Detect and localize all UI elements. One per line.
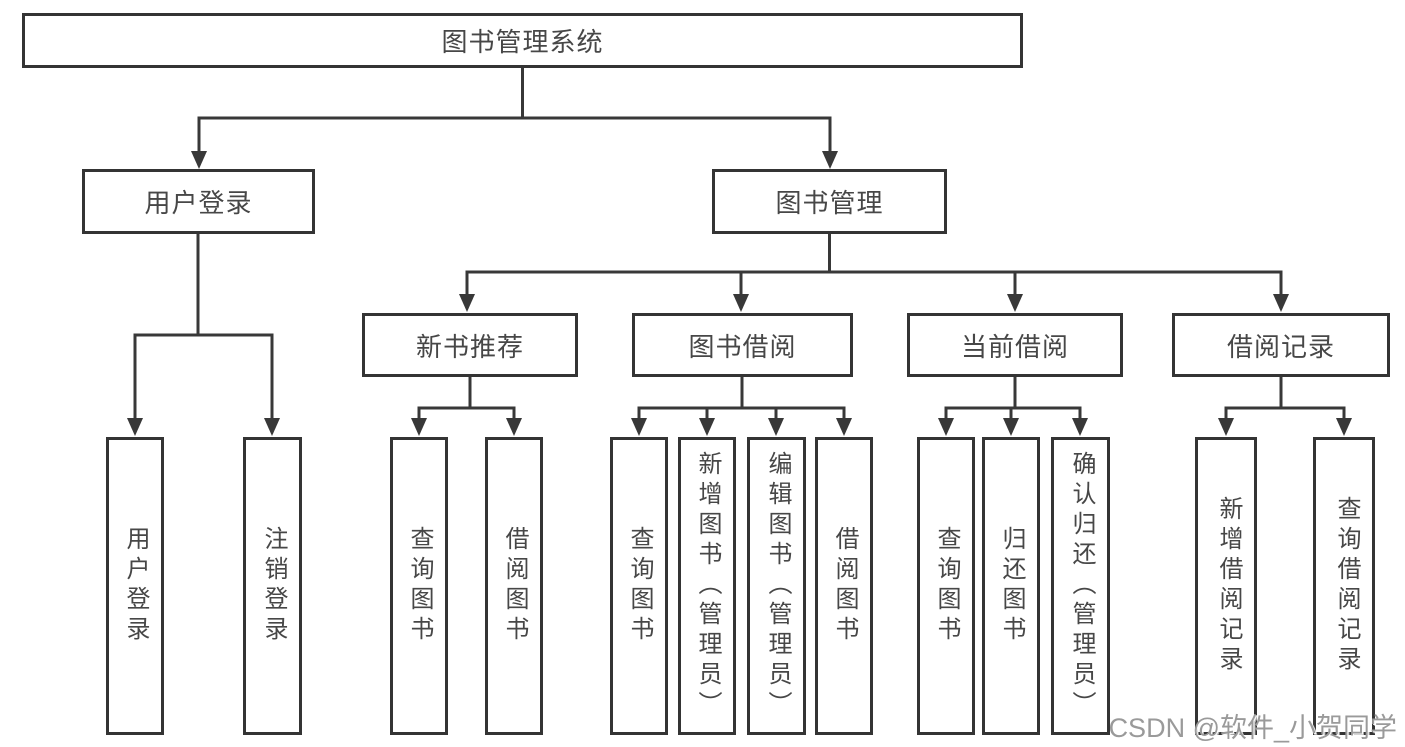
node-user-login-module: 用户登录	[82, 169, 315, 234]
connector-root-to-level2	[191, 68, 838, 169]
connector-borrow-records-to-children	[1218, 377, 1352, 436]
node-current-query-books: 查询图书	[917, 437, 975, 735]
node-current-borrow: 当前借阅	[907, 313, 1123, 377]
node-logout-action: 注销登录	[243, 437, 302, 735]
node-recommend-query-books: 查询图书	[390, 437, 448, 735]
node-new-book-recommend: 新书推荐	[362, 313, 578, 377]
node-edit-books-admin: 编辑图书（管理员）	[747, 437, 806, 735]
node-user-login-action: 用户登录	[106, 437, 164, 735]
node-query-borrow-record: 查询借阅记录	[1313, 437, 1375, 735]
node-recommend-borrow-books: 借阅图书	[485, 437, 543, 735]
node-borrow-records: 借阅记录	[1172, 313, 1390, 377]
connector-current-borrow-to-children	[938, 377, 1088, 436]
node-confirm-return-admin: 确认归还（管理员）	[1051, 437, 1110, 735]
node-borrow-query-books: 查询图书	[610, 437, 668, 735]
node-library-management-system: 图书管理系统	[22, 13, 1023, 68]
connector-book-borrow-to-children	[631, 377, 852, 436]
node-book-management-module: 图书管理	[712, 169, 947, 234]
node-add-books-admin: 新增图书（管理员）	[678, 437, 736, 735]
connector-new-book-recommend-to-children	[411, 377, 522, 436]
connector-book-management-to-modules	[459, 234, 1289, 312]
node-return-books: 归还图书	[982, 437, 1040, 735]
node-add-borrow-record: 新增借阅记录	[1195, 437, 1257, 735]
connector-user-login-to-children	[127, 234, 280, 436]
node-borrow-books-action: 借阅图书	[815, 437, 873, 735]
node-book-borrow: 图书借阅	[632, 313, 853, 377]
csdn-watermark: CSDN @软件_小贺同学	[1108, 713, 1397, 743]
